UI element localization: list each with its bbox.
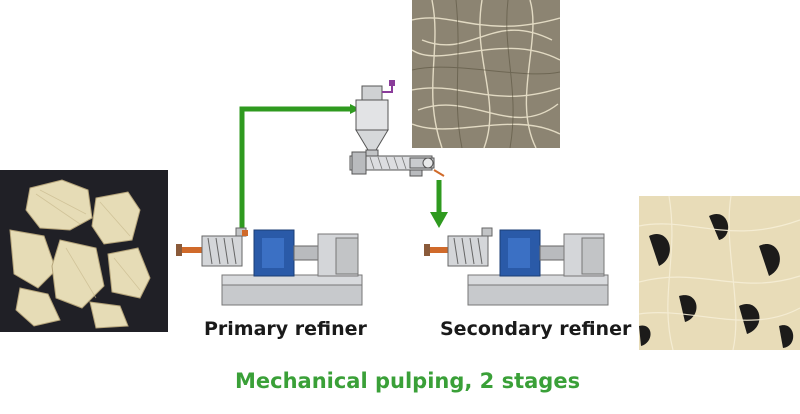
down-arrow-head <box>430 212 448 228</box>
secondary-refiner-label: Secondary refiner <box>440 318 632 340</box>
wood-chips-photo <box>0 170 168 332</box>
flow-line <box>239 106 350 228</box>
coarse-pulp-photo <box>412 0 560 148</box>
primary-refiner-label: Primary refiner <box>204 318 367 340</box>
screw-conveyor <box>349 151 445 177</box>
diagram-caption: Mechanical pulping, 2 stages <box>235 369 581 393</box>
primary-refiner-machine <box>176 227 363 306</box>
refined-pulp-photo <box>639 196 800 350</box>
secondary-refiner-machine <box>424 227 609 306</box>
cyclone-separator <box>355 80 395 157</box>
